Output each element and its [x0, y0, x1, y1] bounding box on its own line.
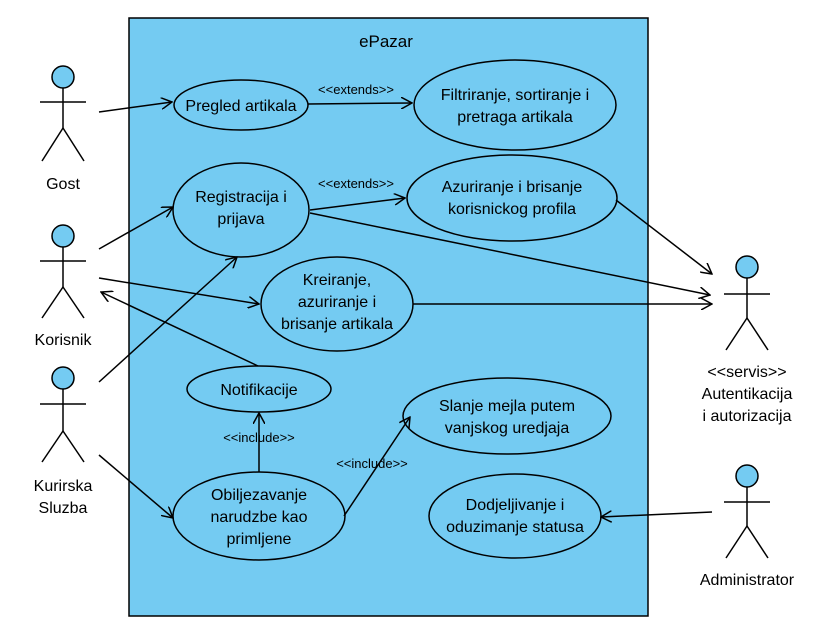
edge-notifikacije-korisnik [101, 292, 259, 367]
actor-servis-label-3: i autorizacija [703, 408, 792, 425]
use-case-notifikacije: Notifikacije [186, 365, 332, 413]
use-case-label-1: Filtriranje, sortiranje i [441, 87, 589, 104]
edge-korisnik-kreiranje [98, 277, 259, 304]
actor-head [735, 255, 759, 279]
include-label-1: <<include>> [223, 430, 295, 445]
edge-obiljezavanje-slanje [343, 417, 410, 517]
actor-head [51, 65, 75, 89]
use-case-label-1: Dodjeljivanje i [466, 497, 565, 514]
use-case-label-2: prijava [217, 211, 264, 228]
actor-gost [40, 65, 86, 162]
use-case-pregled-artikala: Pregled artikala [173, 79, 309, 131]
actor-kurirska-sluzba [40, 366, 86, 463]
edge-korisnik-registracija [98, 207, 173, 250]
edge-registracija-azuriranje [309, 198, 405, 211]
edge-azuriranje-servis [615, 199, 712, 274]
edge-pregled-filtriranje [307, 103, 412, 104]
actor-administrator-label: Administrator [700, 572, 795, 589]
extends-label-2: <<extends>> [318, 176, 394, 191]
use-case-label-3: brisanje artikala [281, 316, 393, 333]
use-case-label: Notifikacije [220, 382, 297, 399]
actor-head [51, 224, 75, 248]
use-case-label-2: korisnickog profila [448, 201, 576, 218]
actor-servis [724, 255, 770, 351]
edge-gost-pregled [98, 102, 172, 113]
edge-administrator-dodjeljivanje [601, 512, 713, 517]
use-case-label-1: Obiljezavanje [211, 487, 307, 504]
use-case-kreiranje-artikala: Kreiranje, azuriranje i brisanje artikal… [260, 256, 414, 352]
use-case-label-2: azuriranje i [298, 294, 376, 311]
actor-kurirska-label-1: Kurirska [34, 478, 93, 495]
actor-korisnik [40, 224, 86, 319]
use-case-label-1: Azuriranje i brisanje [442, 179, 583, 196]
edge-registracija-servis [309, 212, 710, 295]
actor-servis-label-2: Autentikacija [702, 386, 793, 403]
actor-head [51, 366, 75, 390]
actor-head [735, 464, 759, 488]
system-title: ePazar [359, 32, 413, 51]
edge-kurirska-registracija [98, 257, 237, 383]
use-case-label-2: vanjskog uredjaja [445, 420, 570, 437]
actor-gost-label: Gost [46, 176, 80, 193]
actor-servis-label-1: <<servis>> [707, 364, 786, 381]
use-case-label-1: Registracija i [195, 189, 287, 206]
use-case-label-2: narudzbe kao [211, 509, 308, 526]
use-case-label-1: Slanje mejla putem [439, 398, 575, 415]
include-label-2: <<include>> [336, 456, 408, 471]
actor-kurirska-label-2: Sluzba [39, 500, 88, 517]
use-case-filtriranje: Filtriranje, sortiranje i pretraga artik… [413, 59, 617, 151]
use-case-label-3: primljene [227, 531, 292, 548]
use-case-dodjeljivanje: Dodjeljivanje i oduzimanje statusa [428, 473, 602, 559]
extends-label-1: <<extends>> [318, 82, 394, 97]
use-case-obiljezavanje: Obiljezavanje narudzbe kao primljene [172, 471, 346, 561]
use-case-label: Pregled artikala [185, 98, 296, 115]
use-case-label-2: oduzimanje statusa [446, 519, 584, 536]
edge-kurirska-obiljezavanje [98, 454, 173, 518]
use-case-label-1: Kreiranje, [303, 272, 371, 289]
actor-administrator [724, 464, 770, 559]
use-case-label-2: pretraga artikala [457, 109, 573, 126]
actor-korisnik-label: Korisnik [35, 332, 93, 349]
use-case-azuriranje-profila: Azuriranje i brisanje korisnickog profil… [406, 154, 618, 242]
use-case-registracija: Registracija i prijava [172, 162, 310, 258]
use-case-slanje-mejla: Slanje mejla putem vanjskog uredjaja [402, 377, 612, 455]
